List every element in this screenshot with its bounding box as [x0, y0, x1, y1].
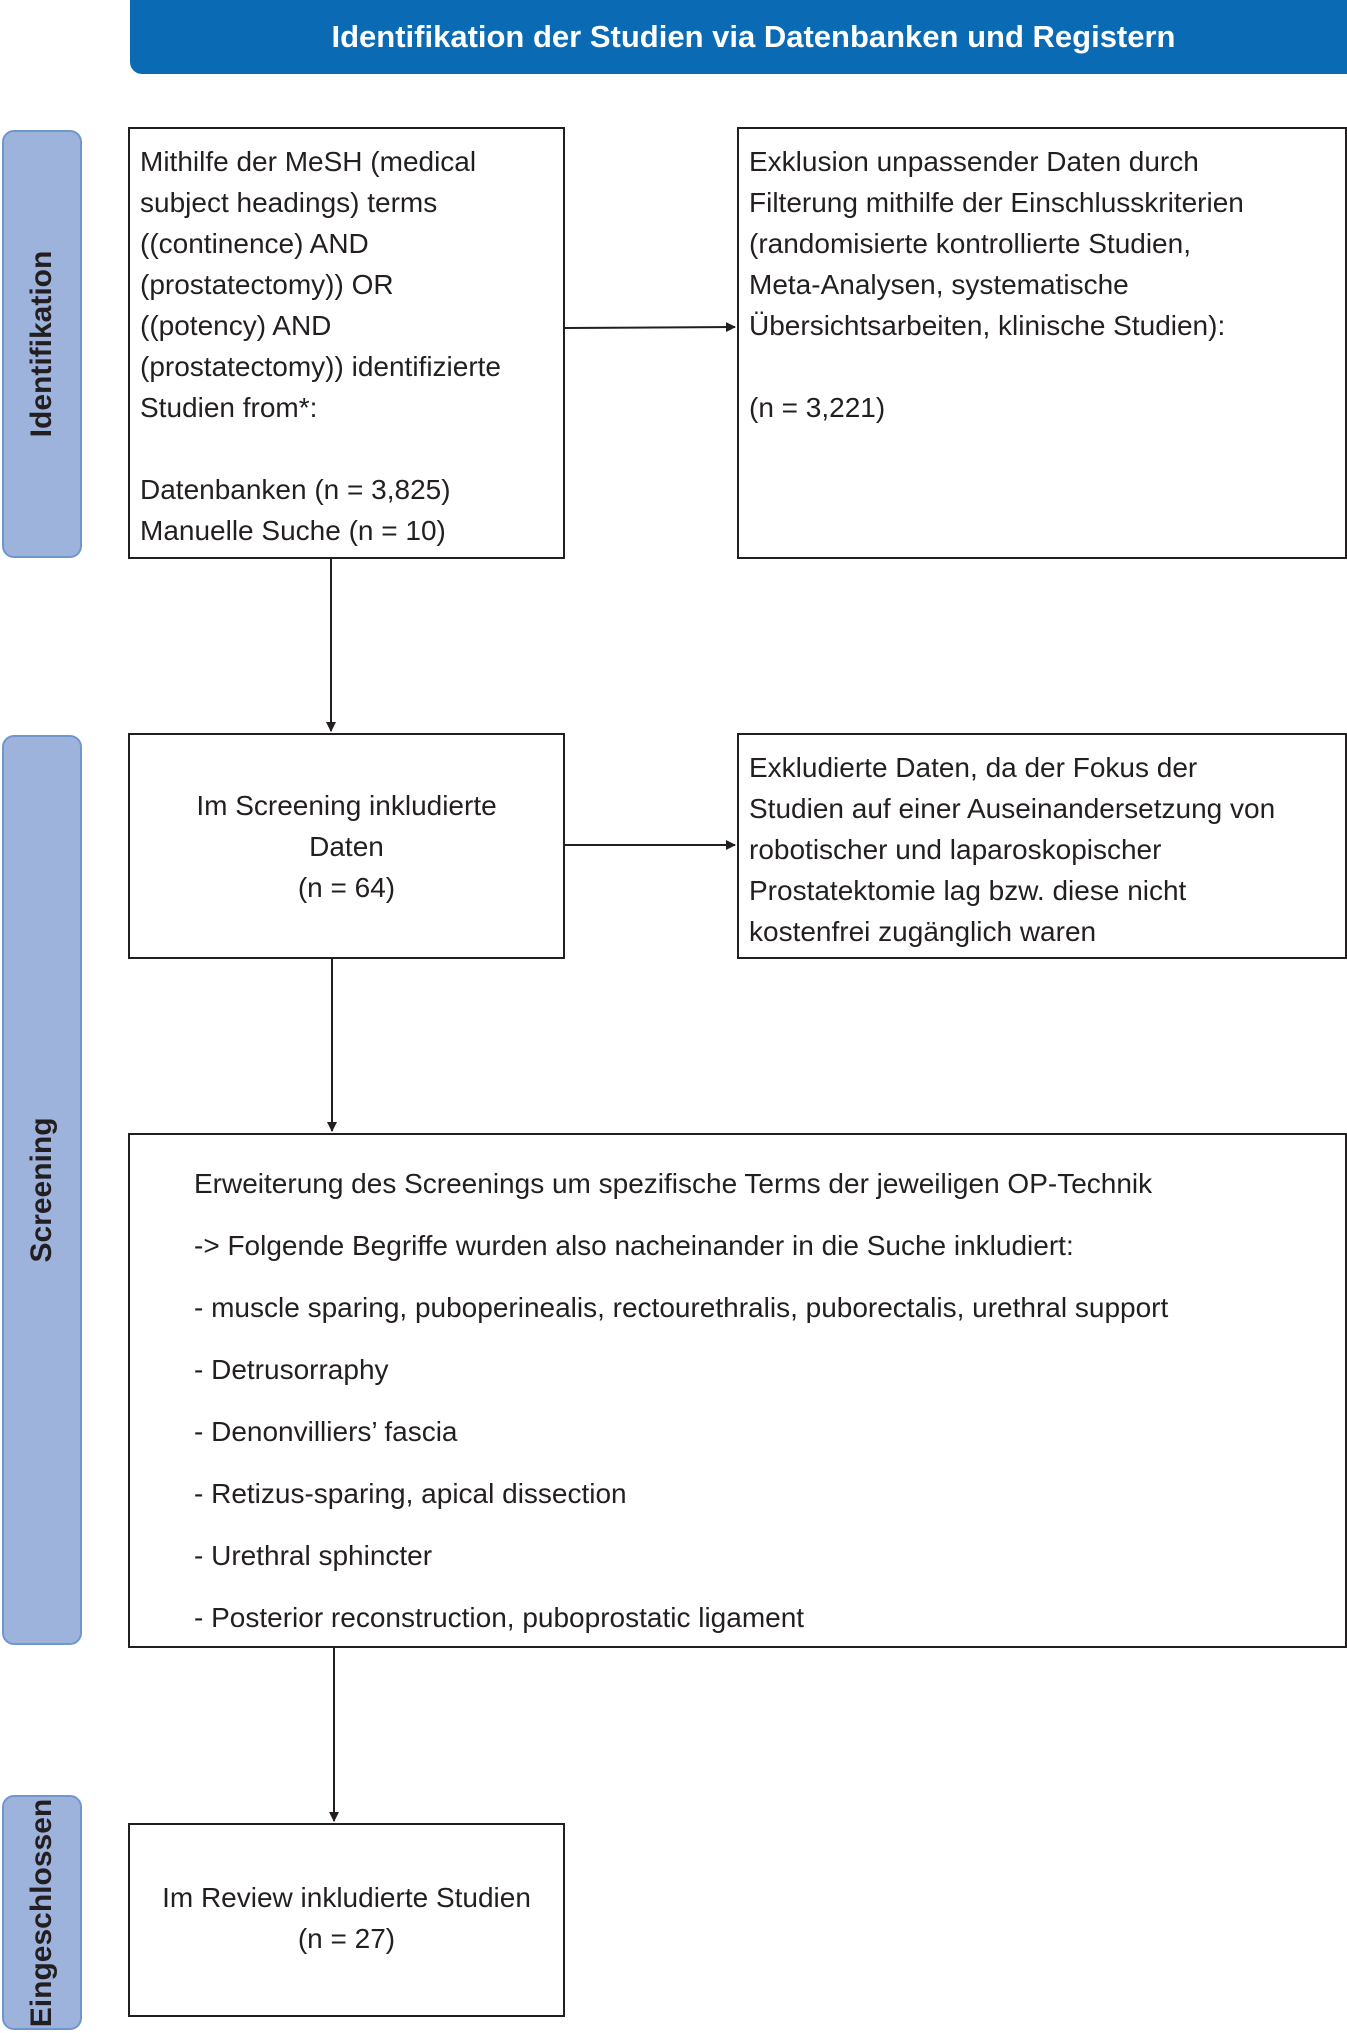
box-line: - muscle sparing, puboperinealis, rectou… [194, 1292, 1169, 1323]
box-line: kostenfrei zugänglich waren [749, 916, 1097, 947]
box-line: - Retizus-sparing, apical dissection [194, 1478, 627, 1509]
box-line: Datenbanken (n = 3,825) [140, 474, 451, 505]
box-line: Daten [309, 831, 384, 862]
box-line: (randomisierte kontrollierte Studien, [749, 228, 1191, 259]
box-line: (prostatectomy)) OR [140, 269, 394, 300]
included-studies-box: Im Review inkludierte Studien (n = 27) [128, 1823, 565, 2017]
box-line: - Posterior reconstruction, puboprostati… [194, 1602, 805, 1633]
box-line: Exkludierte Daten, da der Fokus der [749, 752, 1198, 783]
header-banner: Identifikation der Studien via Datenbank… [130, 0, 1347, 74]
header-title: Identifikation der Studien via Datenbank… [331, 19, 1176, 54]
box-line: Prostatektomie lag bzw. diese nicht [749, 875, 1187, 906]
box-line: - Urethral sphincter [194, 1540, 433, 1571]
screened-records-box: Im Screening inkludierte Daten (n = 64) [128, 733, 565, 959]
box-line: - Denonvilliers’ fascia [194, 1416, 458, 1447]
identified-records-box: Mithilfe der MeSH (medical subject headi… [128, 127, 565, 559]
excluded-focus-box: Exkludierte Daten, da der Fokus der Stud… [737, 733, 1347, 959]
box-line: Filterung mithilfe der Einschlusskriteri… [749, 187, 1244, 218]
excluded-filter-box: Exklusion unpassender Daten durch Filter… [737, 127, 1347, 559]
box-line: Studien from*: [140, 392, 318, 423]
extended-screening-box: Erweiterung des Screenings um spezifisch… [128, 1133, 1347, 1648]
box-line: Studien auf einer Auseinandersetzung von [749, 793, 1276, 824]
box-line: (n = 3,221) [749, 392, 886, 423]
box-line: Im Screening inkludierte [196, 790, 497, 821]
box-line: (n = 64) [297, 872, 396, 903]
stage-screening-label: Screening [2, 735, 82, 1645]
box-line: -> Folgende Begriffe wurden also nachein… [194, 1230, 1074, 1261]
box-line: Im Review inkludierte Studien [162, 1882, 531, 1913]
box-line: Exklusion unpassender Daten durch [749, 146, 1199, 177]
box-line: Manuelle Suche (n = 10) [140, 515, 446, 546]
box-line: Mithilfe der MeSH (medical [140, 146, 477, 177]
box-line: - Detrusorraphy [194, 1354, 389, 1385]
box-line: (n = 27) [297, 1923, 396, 1954]
box-line: ((potency) AND [140, 310, 332, 341]
stage-identification-label: Identifikation [2, 130, 82, 558]
box-line: Erweiterung des Screenings um spezifisch… [194, 1168, 1153, 1199]
box-line: subject headings) terms [140, 187, 438, 218]
box-line: Meta-Analysen, systematische [749, 269, 1129, 300]
box-line: ((continence) AND [140, 228, 369, 259]
box-line: (prostatectomy)) identifizierte [140, 351, 502, 382]
stage-included-label: Eingeschlossen [2, 1795, 82, 2030]
arrow-to-excluded-filter [564, 322, 736, 333]
box-line: robotischer und laparoskopischer [749, 834, 1162, 865]
box-line: Übersichtsarbeiten, klinische Studien): [749, 310, 1226, 341]
